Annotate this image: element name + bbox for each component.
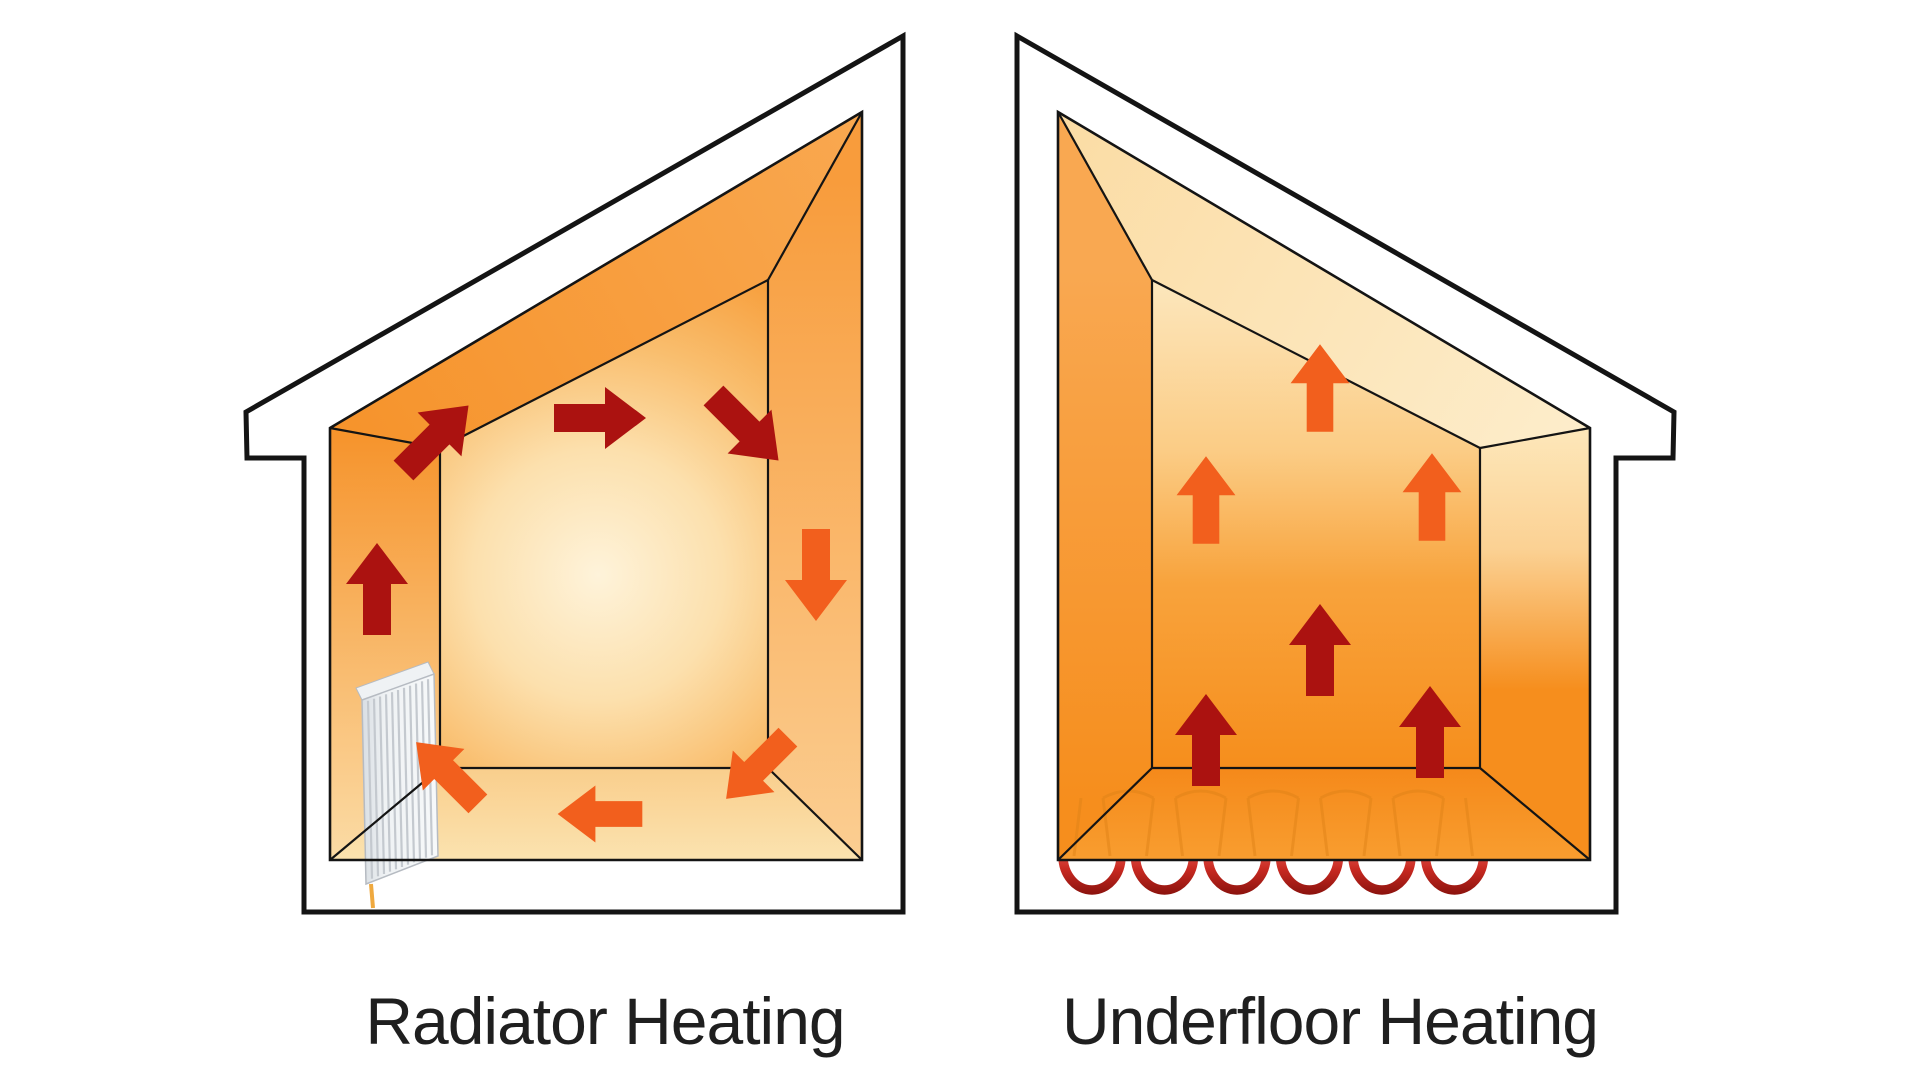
cooling-air-arrow: [785, 529, 847, 621]
house-radiator-heating: Radiator Heating: [243, 31, 906, 1058]
heating-coil-loop: [1058, 851, 1126, 895]
radiator-fin: [402, 687, 410, 865]
room-edge-line: [329, 767, 441, 861]
hot-air-arrow: [554, 387, 646, 449]
hot-air-arrow: [393, 405, 469, 481]
back-wall-surface: [440, 280, 768, 768]
hot-air-arrow: [703, 385, 779, 461]
radiator-fin: [408, 685, 416, 863]
radiator-fin: [366, 700, 374, 879]
houses-layer: Radiator Heating Underfloor Heating: [243, 31, 1677, 1058]
ceiling-surface: [1058, 112, 1590, 448]
room-opening-outline: [328, 109, 864, 862]
floor-pipe-pattern: [1072, 789, 1474, 857]
hot-air-arrow: [1175, 694, 1237, 786]
room-edge-line: [767, 767, 863, 861]
heating-coil-loop: [1203, 851, 1271, 895]
radiator-pipe: [369, 883, 375, 909]
radiator-fin: [396, 689, 404, 868]
cooling-air-arrow: [1402, 453, 1462, 541]
room-edge-line: [439, 279, 769, 449]
cooling-air-arrow: [726, 727, 798, 799]
cooling-air-arrow: [1176, 456, 1236, 544]
house-label-radiator-heating: Radiator Heating: [365, 984, 844, 1058]
room-edge-line: [1057, 111, 1153, 281]
room-edge-line: [1479, 426, 1591, 450]
house-label-underfloor-heating: Underfloor Heating: [1062, 984, 1598, 1058]
radiator: [355, 661, 439, 909]
radiator-fin: [414, 683, 422, 861]
hot-air-arrow: [346, 543, 408, 635]
house-underfloor-heating: Underfloor Heating: [1014, 31, 1677, 1058]
radiator-fin: [390, 692, 398, 870]
radiator-fin: [384, 694, 392, 872]
radiator-fin: [372, 698, 380, 877]
cooling-air-arrow: [416, 742, 488, 814]
underfloor-coils: [1058, 851, 1489, 895]
room-edge-line: [767, 111, 863, 281]
heating-coil-loop: [1275, 851, 1344, 895]
heating-coil-loop: [1130, 851, 1199, 895]
room-opening-outline: [1056, 109, 1592, 862]
cooling-air-arrow: [557, 785, 643, 843]
hot-air-arrow: [1289, 604, 1351, 696]
heating-coil-loop: [1420, 851, 1489, 895]
cooling-air-arrow: [1290, 344, 1350, 432]
right-wall-surface: [768, 112, 862, 860]
radiator-fin: [378, 696, 386, 875]
heating-coil-loop: [1348, 851, 1416, 895]
back-wall-surface: [1152, 280, 1480, 768]
left-wall-surface: [1058, 112, 1152, 860]
ceiling-surface: [330, 112, 862, 448]
room-edge-line: [1479, 767, 1591, 861]
hot-air-arrow: [1399, 686, 1461, 778]
right-wall-surface: [1480, 428, 1590, 860]
room-edge-line: [1057, 767, 1153, 861]
